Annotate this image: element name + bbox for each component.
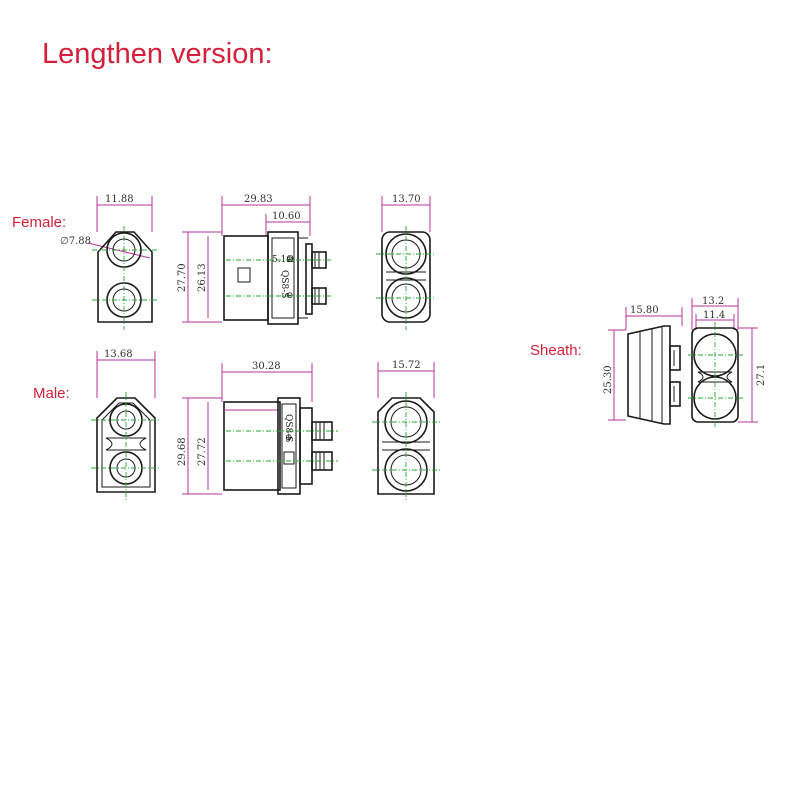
sheath-side-view: 15.80 25.30 (603, 305, 683, 425)
male-model-mark: QS8-S (283, 414, 293, 442)
female-back-view: 13.70 (376, 194, 436, 330)
dim-male-side-height-inner: 27.72 (197, 437, 208, 466)
dim-female-side-height-outer: 27.70 (177, 263, 188, 292)
dim-sheath-side-length: 15.80 (630, 305, 659, 316)
female-model-mark: QS8-S (279, 270, 289, 298)
dim-male-back-width: 15.72 (392, 360, 421, 371)
male-plus-mark: ⊕ (285, 433, 293, 443)
sheath-front-view: 13.2 11.4 27.1 (688, 296, 767, 428)
female-logo-icon (237, 267, 251, 283)
female-label: Female: (12, 214, 67, 231)
male-front-view: 13.68 (91, 349, 161, 500)
dim-male-side-length: 30.28 (252, 361, 281, 372)
dim-sheath-front-width-inner: 11.4 (703, 310, 725, 321)
dim-male-front-width: 13.68 (104, 349, 133, 360)
dim-sheath-side-height: 25.30 (603, 365, 614, 394)
female-front-view: 11.88 ∅7.88 (60, 194, 158, 330)
male-side-view: 30.28 29.68 27.72 QS8-S ⊕ (177, 361, 338, 495)
dim-sheath-front-height: 27.1 (756, 364, 767, 386)
dim-female-side-length: 29.83 (244, 194, 273, 205)
dim-female-hole-dia: ∅7.88 (60, 236, 91, 247)
dim-female-side-tail: 10.60 (272, 211, 301, 222)
male-label: Male: (33, 385, 70, 402)
dim-sheath-front-width-outer: 13.2 (702, 296, 724, 307)
page-title: Lengthen version: (42, 38, 273, 70)
dim-female-side-height-inner: 26.13 (197, 263, 208, 292)
dim-female-back-width: 13.70 (392, 194, 421, 205)
male-back-view: 15.72 (372, 360, 440, 500)
dim-female-front-width: 11.88 (105, 194, 134, 205)
female-side-view: 29.83 10.60 27.70 26.13 5.1Ω QS8-S ⊕ ⊖ (177, 194, 332, 325)
female-resistor-mark: 5.1Ω (272, 255, 294, 265)
male-logo-icon (283, 451, 295, 465)
sheath-label: Sheath: (530, 342, 582, 359)
dim-male-side-height-outer: 29.68 (177, 437, 188, 466)
